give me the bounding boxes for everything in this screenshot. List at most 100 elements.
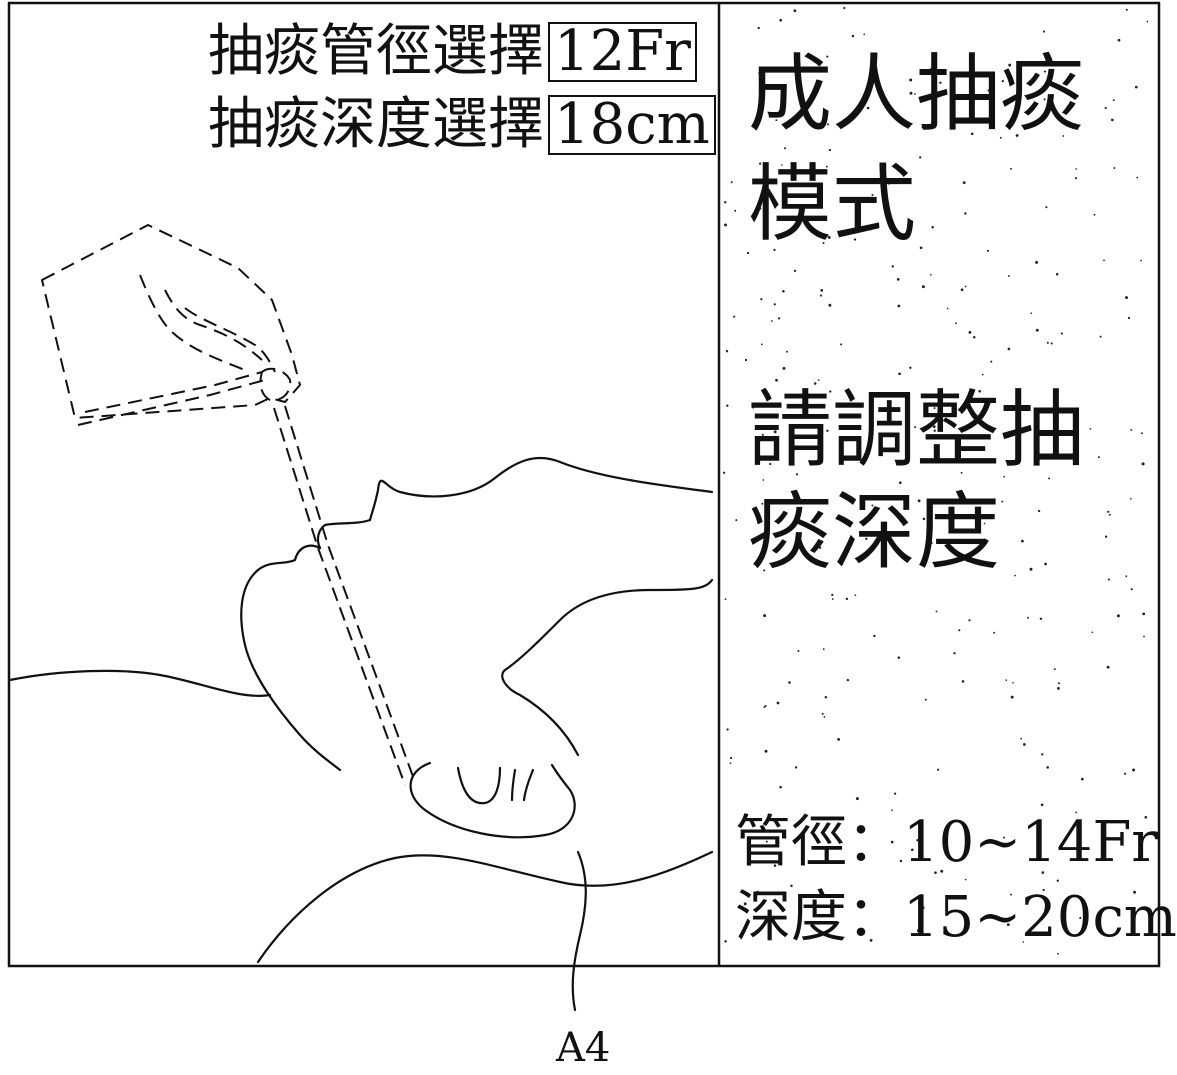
stipple-dot — [1107, 510, 1110, 513]
stipple-dot — [752, 406, 754, 409]
stipple-dot — [758, 72, 761, 75]
stipple-dot — [1041, 871, 1045, 874]
stipple-dot — [921, 906, 925, 909]
stipple-dot — [853, 238, 857, 241]
stipple-dot — [1132, 768, 1136, 772]
stipple-dot — [773, 864, 777, 867]
stipple-dot — [822, 648, 825, 651]
stipple-dot — [831, 598, 834, 600]
stipple-dot — [1146, 20, 1149, 23]
stipple-dot — [775, 119, 778, 122]
stipple-dot — [1042, 888, 1045, 892]
stipple-dot — [786, 350, 789, 353]
stipple-dot — [874, 80, 878, 84]
stipple-dot — [953, 652, 956, 655]
stipple-dot — [932, 425, 936, 429]
stipple-dot — [1089, 428, 1092, 430]
stipple-dot — [828, 303, 832, 307]
stipple-dot — [871, 193, 874, 197]
stipple-dot — [1056, 879, 1059, 882]
stipple-dot — [1043, 98, 1046, 101]
stipple-dot — [782, 290, 785, 293]
stipple-dot — [935, 610, 938, 613]
stipple-dot — [1022, 941, 1024, 943]
stipple-dot — [746, 251, 750, 255]
depth-value-box[interactable]: 18cm — [548, 95, 716, 155]
stipple-dot — [782, 366, 786, 370]
stipple-dot — [1113, 167, 1116, 169]
stipple-dot — [1015, 134, 1019, 137]
stipple-dot — [968, 619, 971, 622]
stipple-dot — [964, 285, 967, 288]
instruction-line2: 痰深度 — [748, 483, 1001, 581]
stipple-dot — [821, 712, 824, 715]
stipple-dot — [1014, 574, 1016, 577]
stipple-dot — [1037, 509, 1041, 513]
stipple-dot — [724, 940, 727, 943]
stipple-dot — [726, 404, 729, 407]
stipple-dot — [948, 510, 952, 514]
stipple-dot — [828, 148, 832, 152]
screen-frame — [7, 1, 1161, 968]
stipple-dot — [825, 165, 828, 168]
stipple-dot — [797, 649, 800, 653]
stipple-dot — [1056, 686, 1060, 690]
stipple-dot — [1005, 679, 1008, 681]
stipple-dot — [960, 471, 963, 474]
depth-setting-label: 抽痰深度選擇 — [208, 92, 544, 157]
stipple-dot — [1027, 616, 1029, 619]
stipple-dot — [773, 248, 776, 252]
stipple-dot — [865, 537, 868, 540]
stipple-dot — [1124, 772, 1127, 775]
stipple-dot — [1117, 38, 1121, 42]
stipple-dot — [820, 289, 824, 292]
stipple-dot — [1048, 477, 1051, 480]
stipple-dot — [1060, 332, 1063, 335]
diameter-value-box[interactable]: 12Fr — [548, 22, 697, 82]
stipple-dot — [765, 840, 768, 843]
stipple-dot — [946, 307, 949, 310]
stipple-dot — [724, 598, 727, 600]
stipple-dot — [1104, 535, 1108, 538]
stipple-dot — [891, 265, 895, 268]
stipple-dot — [973, 335, 976, 339]
stipple-dot — [1035, 260, 1039, 264]
stipple-dot — [1010, 695, 1014, 699]
stipple-dot — [803, 406, 806, 410]
stipple-dot — [1043, 70, 1047, 73]
stipple-dot — [1112, 99, 1115, 102]
stipple-dot — [777, 317, 781, 320]
stipple-dot — [999, 136, 1002, 139]
range-diameter: 管徑：10~14Fr — [735, 810, 1159, 875]
stipple-dot — [937, 768, 940, 771]
stipple-dot — [1062, 135, 1065, 137]
stipple-dot — [855, 797, 859, 801]
stipple-dot — [722, 471, 726, 474]
stipple-dot — [1134, 85, 1138, 89]
stipple-dot — [890, 840, 894, 844]
stipple-dot — [793, 269, 797, 273]
stipple-dot — [793, 9, 797, 13]
stipple-dot — [1140, 259, 1142, 262]
stipple-dot — [1020, 737, 1023, 740]
stipple-dot — [788, 681, 791, 684]
stipple-dot — [869, 939, 873, 942]
stipple-dot — [1001, 500, 1004, 503]
stipple-dot — [921, 285, 925, 289]
stipple-dot — [1042, 30, 1045, 33]
stipple-dot — [775, 378, 778, 382]
stipple-dot — [730, 181, 733, 184]
stipple-dot — [1098, 911, 1102, 914]
stipple-dot — [818, 546, 822, 549]
stipple-dot — [897, 304, 901, 308]
stipple-dot — [896, 278, 900, 281]
stipple-dot — [843, 6, 846, 10]
stipple-dot — [829, 390, 832, 393]
stipple-dot — [1127, 316, 1131, 320]
stipple-dot — [1125, 296, 1128, 300]
stipple-dot — [1140, 432, 1143, 435]
stipple-dot — [773, 303, 776, 306]
mode-title-line2: 模式 — [748, 155, 917, 253]
stipple-dot — [1029, 567, 1033, 571]
stipple-dot — [1046, 341, 1049, 344]
